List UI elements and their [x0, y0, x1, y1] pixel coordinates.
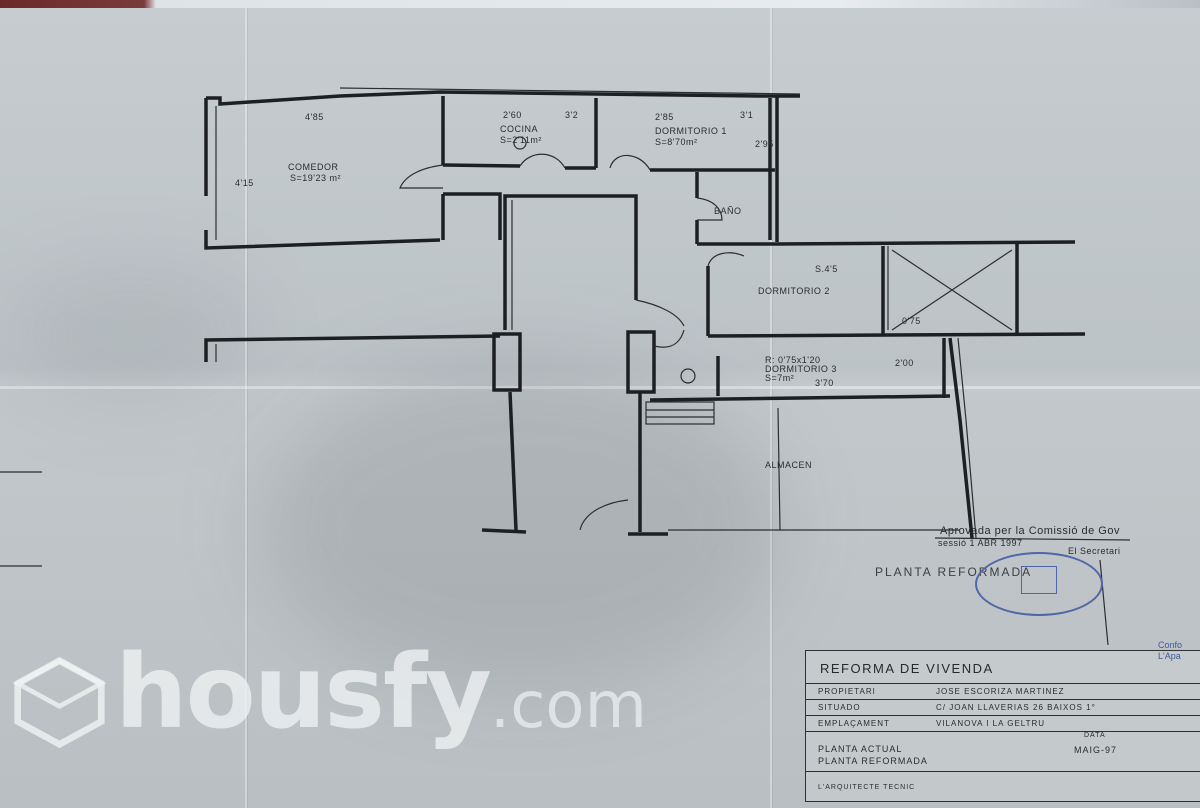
dormitorio1-width: 2'85	[655, 112, 674, 122]
seal-emblem-icon	[1021, 566, 1057, 594]
title-row-architect: L'ARQUITECTE TECNIC	[806, 771, 1200, 802]
architect-label: L'ARQUITECTE TECNIC	[818, 784, 916, 791]
comedor-width: 4'85	[305, 112, 324, 122]
comedor-height: 4'15	[235, 178, 254, 188]
project-title: REFORMA DE VIVENDA	[820, 661, 994, 676]
dormitorio2-area: S.4'5	[815, 264, 838, 274]
title-row-plans: PLANTA ACTUAL PLANTA REFORMADA DATA MAIG…	[806, 731, 1200, 772]
dormitorio1-area: S=8'70m²	[655, 137, 698, 147]
dormitorio3-label: DORMITORIO 3	[765, 364, 837, 374]
title-row-situado: SITUADO C/ JOAN LLAVERIAS 26 BAIXOS 1°	[806, 699, 1200, 716]
approval-line-3: El Secretari	[1068, 546, 1121, 556]
plan-actual: PLANTA ACTUAL	[818, 744, 903, 754]
dormitorio3-height: 2'00	[895, 358, 914, 368]
side-note: Confo L'Apa	[1158, 640, 1183, 661]
row-value: VILANOVA I LA GELTRU	[936, 719, 1046, 728]
dormitorio3-width: 3'70	[815, 378, 834, 388]
dormitorio1-extra: 3'1	[740, 110, 753, 120]
watermark-brand: housfy	[115, 633, 492, 752]
dormitorio1-height: 2'95	[755, 139, 774, 149]
row-key: EMPLAÇAMENT	[818, 719, 890, 728]
row-value: C/ JOAN LLAVERIAS 26 BAIXOS 1°	[936, 703, 1096, 712]
housfy-watermark: housfy.com	[115, 642, 647, 744]
fold-line	[245, 8, 247, 808]
bano-label: BAÑO	[714, 206, 742, 216]
balcony-dimension: 0'75	[902, 316, 921, 326]
comedor-area: S=19'23 m²	[290, 173, 341, 183]
data-label: DATA	[1084, 732, 1106, 739]
cocina-area: S=2'11m²	[500, 135, 542, 145]
data-value: MAIG-97	[1074, 745, 1118, 755]
dormitorio3-note: R: 0'75x1'20	[765, 355, 820, 365]
dormitorio2-label: DORMITORIO 2	[758, 286, 830, 296]
fold-line	[770, 8, 772, 808]
almacen-label: ALMACEN	[765, 460, 812, 470]
dormitorio3-area: S=7m²	[765, 373, 794, 383]
title-block: REFORMA DE VIVENDA PROPIETARI JOSE ESCOR…	[805, 650, 1200, 802]
shadow	[0, 260, 260, 410]
title-row-emplacament: EMPLAÇAMENT VILANOVA I LA GELTRU	[806, 715, 1200, 732]
walls	[0, 87, 1131, 646]
room-labels: 4'85 COMEDOR S=19'23 m² 4'15 2'60 3'2 CO…	[235, 110, 1121, 579]
row-key: SITUADO	[818, 703, 861, 712]
housfy-logo-icon	[12, 656, 107, 749]
fold-line	[0, 386, 1200, 389]
plan-reformada: PLANTA REFORMADA	[818, 756, 928, 766]
title-row-propietari: PROPIETARI JOSE ESCORIZA MARTINEZ	[806, 683, 1200, 700]
watermark-suffix: .com	[489, 669, 647, 743]
approval-line-2: sessió 1 ABR 1997	[938, 538, 1023, 548]
cocina-extra: 3'2	[565, 110, 578, 120]
shadow	[260, 360, 780, 690]
row-key: PROPIETARI	[818, 687, 876, 696]
cocina-label: COCINA	[500, 124, 538, 134]
municipal-seal	[975, 552, 1103, 616]
comedor-label: COMEDOR	[288, 162, 339, 172]
row-value: JOSE ESCORIZA MARTINEZ	[936, 687, 1065, 696]
cocina-width: 2'60	[503, 110, 522, 120]
approval-line-1: Aprovada per la Comissió de Gov	[940, 525, 1120, 537]
dormitorio1-label: DORMITORIO 1	[655, 126, 727, 136]
